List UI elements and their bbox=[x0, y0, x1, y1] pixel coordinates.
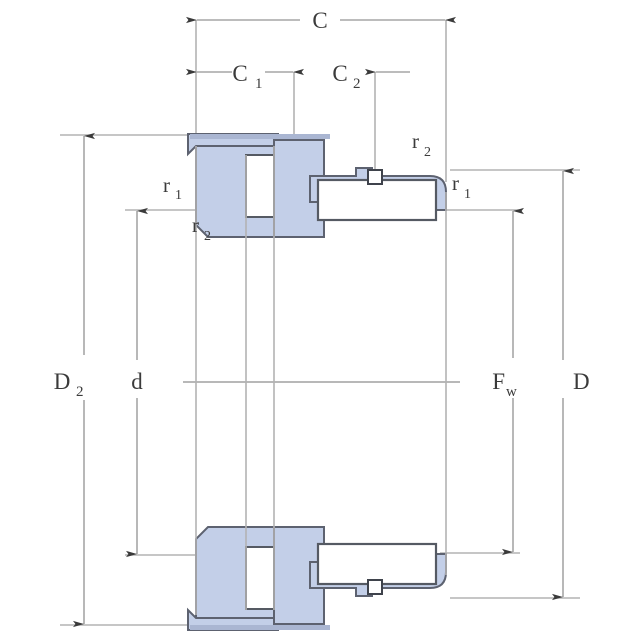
label-C1-subscript: 1 bbox=[255, 76, 263, 92]
label-r2-right-subscript: 2 bbox=[424, 145, 431, 160]
dimension-C2: C 2 bbox=[332, 61, 410, 92]
body-guide-lines bbox=[195, 146, 447, 615]
label-r1-left: r bbox=[163, 173, 170, 197]
label-C2: C bbox=[332, 61, 347, 86]
label-Fw: F bbox=[492, 369, 505, 394]
label-C1: C bbox=[232, 61, 247, 86]
label-r1-right: r bbox=[452, 171, 459, 195]
outer-ring-notch-upper bbox=[367, 169, 383, 185]
dimension-D2: D 2 bbox=[54, 132, 95, 628]
shade-strip-lower bbox=[190, 625, 330, 630]
dimension-C: C bbox=[186, 8, 456, 33]
dimension-d: d bbox=[126, 207, 148, 558]
dimension-D: D bbox=[552, 167, 590, 601]
label-Fw-subscript: w bbox=[506, 384, 517, 400]
cage-window-upper bbox=[245, 154, 275, 218]
cage-window-lower bbox=[245, 546, 275, 610]
label-r2-left: r bbox=[192, 213, 199, 237]
label-D: D bbox=[573, 369, 590, 394]
outer-ring-notch-lower bbox=[367, 579, 383, 595]
label-D2-subscript: 2 bbox=[76, 384, 84, 400]
roller-lower bbox=[316, 542, 438, 586]
shade-strip-upper bbox=[190, 134, 330, 139]
roller-upper bbox=[316, 178, 438, 222]
label-D2: D bbox=[54, 369, 71, 394]
label-C2-subscript: 2 bbox=[353, 76, 361, 92]
dimension-Fw: F w bbox=[492, 207, 524, 556]
label-d: d bbox=[131, 369, 143, 394]
label-r2-left-subscript: 2 bbox=[204, 229, 211, 244]
chamfer-labels: r 1 r 2 r 2 r 1 bbox=[163, 129, 471, 244]
bearing-lower-half bbox=[187, 526, 447, 631]
label-r1-left-subscript: 1 bbox=[175, 188, 182, 203]
dimension-C1: C 1 bbox=[186, 61, 304, 92]
label-C: C bbox=[312, 8, 327, 33]
bearing-upper-half bbox=[187, 133, 447, 238]
label-r2-right: r bbox=[412, 129, 419, 153]
label-r1-right-subscript: 1 bbox=[464, 187, 471, 202]
